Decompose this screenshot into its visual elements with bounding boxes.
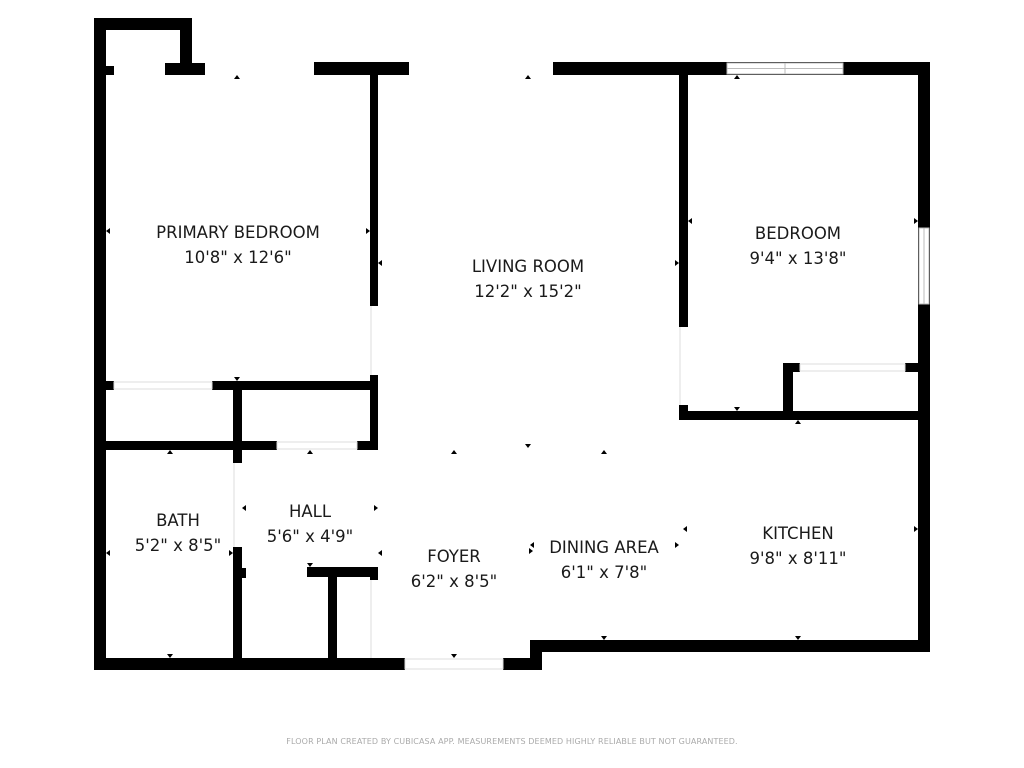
walls bbox=[94, 18, 930, 670]
room-name: PRIMARY BEDROOM bbox=[156, 223, 320, 242]
room-size: 12'2" x 15'2" bbox=[474, 282, 582, 301]
room-name: BEDROOM bbox=[754, 224, 842, 243]
room-name: HALL bbox=[288, 502, 332, 521]
room-dining-area: DINING AREA 6'1" x 7'8" bbox=[549, 535, 659, 585]
room-size: 6'2" x 8'5" bbox=[410, 572, 498, 591]
room-size: 5'6" x 4'9" bbox=[266, 527, 354, 546]
windows bbox=[726, 62, 930, 305]
room-size: 6'1" x 7'8" bbox=[560, 563, 648, 582]
room-size: 10'8" x 12'6" bbox=[184, 248, 292, 267]
room-size: 9'4" x 13'8" bbox=[749, 249, 847, 268]
room-kitchen: KITCHEN 9'8" x 8'11" bbox=[750, 521, 847, 571]
room-name: DINING AREA bbox=[549, 538, 659, 557]
room-name: FOYER bbox=[427, 547, 481, 566]
room-primary-bedroom: PRIMARY BEDROOM 10'8" x 12'6" bbox=[156, 220, 320, 270]
room-hall: HALL 5'6" x 4'9" bbox=[267, 499, 354, 549]
door-openings bbox=[113, 306, 906, 670]
room-living-room: LIVING ROOM 12'2" x 15'2" bbox=[472, 254, 584, 304]
room-bath: BATH 5'2" x 8'5" bbox=[135, 508, 222, 558]
room-name: KITCHEN bbox=[762, 524, 834, 543]
disclaimer-footer: FLOOR PLAN CREATED BY CUBICASA APP. MEAS… bbox=[286, 737, 738, 746]
room-bedroom: BEDROOM 9'4" x 13'8" bbox=[750, 221, 847, 271]
room-size: 5'2" x 8'5" bbox=[134, 536, 222, 555]
room-name: LIVING ROOM bbox=[471, 257, 585, 276]
room-name: BATH bbox=[156, 511, 200, 530]
room-size: 9'8" x 8'11" bbox=[749, 549, 847, 568]
room-foyer: FOYER 6'2" x 8'5" bbox=[411, 544, 498, 594]
measurement-arrows bbox=[106, 75, 918, 658]
